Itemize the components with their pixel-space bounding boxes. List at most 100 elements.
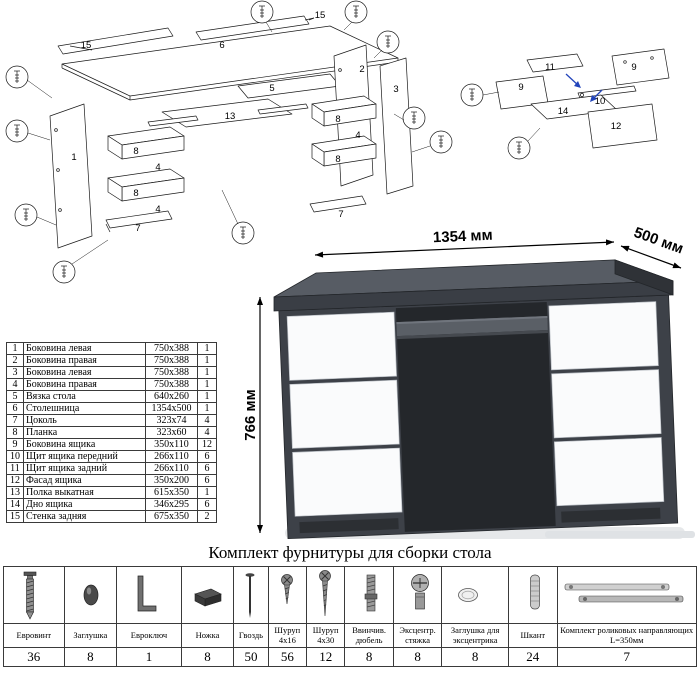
part-qty: 1 (197, 342, 217, 355)
part-name: Боковина левая (23, 366, 146, 379)
hardware-icon-cell (63, 566, 118, 624)
hardware-icon-cell (392, 566, 443, 624)
part-qty: 1 (197, 378, 217, 391)
part-name: Вязка стола (23, 390, 146, 403)
desk-exploded-view (49, 15, 414, 249)
plinth (561, 507, 661, 523)
hardware-callout (344, 0, 368, 24)
hardware-qty: 24 (508, 647, 558, 667)
drawer-front (292, 447, 403, 517)
drawer-front (553, 437, 665, 507)
part-size: 323x74 (145, 414, 198, 427)
hardware-qty: 12 (305, 647, 346, 667)
drawer-front (289, 379, 400, 449)
hardware-name: Заглушка (63, 623, 118, 648)
dimension-width: 1354 мм (314, 227, 615, 258)
part-label: 10 (595, 96, 606, 107)
part-qty: 6 (197, 450, 217, 463)
hardware-icons-row (3, 566, 697, 624)
hardware-icon-cell (556, 566, 697, 624)
hardware-name: Ножка (180, 623, 235, 648)
part-num: 7 (6, 414, 24, 427)
dimension-height: 766 мм (245, 297, 263, 533)
right-side-panel (379, 57, 414, 195)
part-label: 15 (81, 40, 92, 51)
dimension-depth: 500 мм (620, 224, 686, 269)
desk-body (278, 294, 679, 540)
hardware-callout (52, 260, 76, 284)
part-label: 8 (335, 154, 340, 165)
part-qty: 1 (197, 390, 217, 403)
dowel-screw-icon (365, 574, 378, 612)
part-name: Щит ящика передний (23, 450, 146, 463)
part-name: Фасад ящика (23, 474, 146, 487)
hardware-qty: 8 (392, 647, 443, 667)
part-label: 8 (133, 188, 138, 199)
drawer-front-panel (587, 103, 658, 149)
hardware-qty: 8 (441, 647, 510, 667)
part-name: Столешница (23, 402, 146, 415)
part-qty: 6 (197, 462, 217, 475)
hardware-callout (460, 83, 484, 107)
part-qty: 2 (197, 510, 217, 523)
hardware-callout (250, 0, 274, 24)
hardware-names-row: Евровинт Заглушка Евроключ Ножка Гвоздь … (3, 623, 697, 648)
drawer-part-labels: 11 9 9 10 14 12 (518, 62, 636, 132)
hardware-qty: 50 (233, 647, 269, 667)
drawer-back-panel (526, 53, 584, 73)
right-plinth-panel (309, 195, 367, 213)
part-name: Боковина ящика (23, 438, 146, 451)
desk-render: 1354 мм 500 мм 766 мм (245, 224, 695, 540)
part-label: 13 (225, 111, 236, 122)
part-size: 266x110 (145, 450, 198, 463)
screw-short-icon (280, 574, 293, 605)
part-size: 750x388 (145, 354, 198, 367)
part-qty: 12 (197, 438, 217, 451)
hardware-name: Шуруп 4x16 (267, 623, 308, 648)
desk-middle-opening (395, 302, 556, 532)
part-label: 15 (315, 10, 326, 21)
right-drawer-box (311, 95, 377, 127)
part-size: 750x388 (145, 366, 198, 379)
part-num: 1 (6, 342, 24, 355)
hardware-kit-table: Евровинт Заглушка Евроключ Ножка Гвоздь … (3, 566, 697, 667)
foot-icon (193, 588, 222, 607)
right-drawer-stack (548, 301, 665, 523)
left-drawer-box (107, 126, 185, 160)
hardware-callout (5, 65, 29, 89)
part-label: 9 (631, 62, 636, 73)
desk-top (273, 259, 674, 312)
main-part-labels: 15 15 6 5 13 1 8 4 8 4 7 2 3 8 4 8 7 (71, 10, 398, 234)
hardware-callout (507, 136, 531, 160)
part-label: 4 (355, 130, 360, 141)
drawer-rail (577, 85, 637, 99)
hardware-qty-row: 36 8 1 8 50 56 12 8 8 8 24 7 (3, 647, 697, 667)
keyboard-tray-edge (396, 316, 548, 325)
screw-long-icon (319, 570, 331, 617)
drawer-exploded-view (460, 48, 670, 160)
drawer-side-panel (611, 48, 670, 86)
cam-lock-icon (411, 574, 429, 610)
part-label: 9 (518, 82, 523, 93)
hardware-qty: 8 (344, 647, 394, 667)
drawer-front (551, 369, 662, 439)
part-num: 2 (6, 354, 24, 367)
left-side-panel (49, 103, 93, 249)
hardware-qty: 56 (267, 647, 308, 667)
hardware-icon-cell (305, 566, 346, 624)
hardware-name: Евровинт (3, 623, 65, 648)
height-dimension-label: 766 мм (245, 389, 259, 440)
part-size: 640x260 (145, 390, 198, 403)
part-size: 615x350 (145, 486, 198, 499)
hardware-qty: 36 (3, 647, 65, 667)
part-size: 750x388 (145, 378, 198, 391)
